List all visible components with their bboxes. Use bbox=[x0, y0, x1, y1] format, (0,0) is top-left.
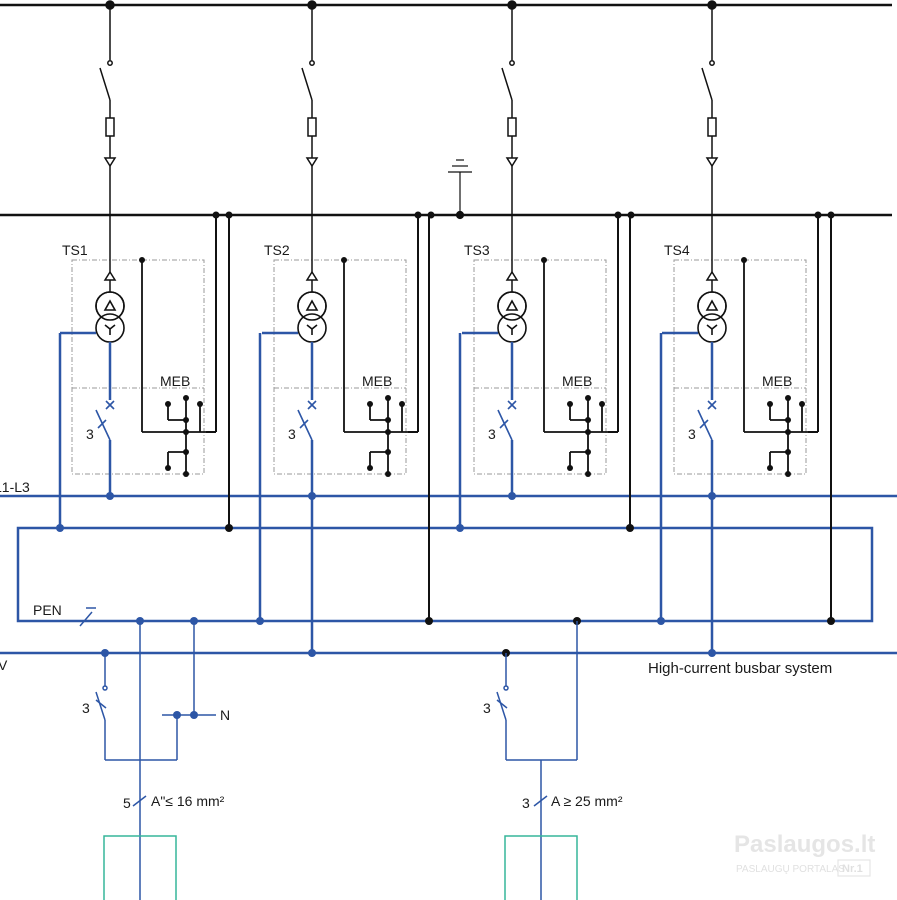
meb-bar-icon bbox=[139, 257, 206, 477]
feeder-right-count: 3 bbox=[483, 700, 491, 716]
breaker-icon bbox=[95, 400, 115, 496]
meb-bar-icon bbox=[541, 257, 608, 477]
pen-switch-icon bbox=[79, 607, 96, 627]
station-enclosure bbox=[273, 259, 407, 475]
watermark-badge-box bbox=[837, 859, 871, 877]
transformer-icon bbox=[497, 291, 527, 343]
mv-feeder bbox=[301, 0, 319, 215]
distribution-box-right bbox=[504, 835, 578, 900]
cable-left-spec: A"≤ 16 mm² bbox=[151, 793, 225, 809]
meb-label: MEB bbox=[562, 373, 592, 389]
pen-loop bbox=[16, 526, 874, 623]
station-enclosure bbox=[71, 259, 205, 475]
transformer-icon bbox=[697, 291, 727, 343]
breaker-icon bbox=[297, 400, 317, 496]
feeder-left-count: 3 bbox=[82, 700, 90, 716]
transformer-station: TS4 3 MEB bbox=[662, 211, 835, 496]
n-label: N bbox=[220, 707, 230, 723]
station-name: TS1 bbox=[62, 242, 88, 258]
pole-count: 3 bbox=[288, 426, 296, 442]
station-name: TS4 bbox=[664, 242, 690, 258]
earth-verticals bbox=[228, 215, 832, 621]
cable-right-count: 3 bbox=[522, 795, 530, 811]
meb-bar-icon bbox=[741, 257, 808, 477]
right-outgoing-feeder bbox=[496, 621, 578, 900]
mv-feeder bbox=[701, 0, 719, 215]
meb-label: MEB bbox=[362, 373, 392, 389]
breaker-icon bbox=[497, 400, 517, 496]
mv-feeder bbox=[99, 0, 117, 215]
meb-bar-icon bbox=[341, 257, 408, 477]
l1-l3-label: L1-L3 bbox=[0, 479, 30, 495]
station-enclosure bbox=[673, 259, 807, 475]
transformer-station: TS1 3 MEB bbox=[60, 211, 233, 496]
transformer-station: TS3 3 MEB bbox=[462, 211, 635, 496]
pole-count: 3 bbox=[488, 426, 496, 442]
earth-icon bbox=[448, 159, 472, 220]
watermark-badge: Nr.1 bbox=[842, 863, 863, 875]
transformer-icon bbox=[297, 291, 327, 343]
station-enclosure bbox=[473, 259, 607, 475]
transformer-stations: TS1 3 MEB TS2 3 MEB TS3 3 MEB TS4 3 MEB bbox=[60, 211, 835, 496]
watermark-brand: Paslaugos.lt bbox=[734, 831, 875, 858]
station-name: TS3 bbox=[464, 242, 490, 258]
meb-label: MEB bbox=[160, 373, 190, 389]
pole-count: 3 bbox=[688, 426, 696, 442]
v-label: V bbox=[0, 657, 8, 673]
mv-feeder bbox=[501, 0, 519, 215]
watermark: Paslaugos.lt PASLAUGŲ PORTALAS Nr.1 bbox=[734, 831, 875, 877]
pen-label: PEN bbox=[33, 602, 62, 618]
distribution-box-left bbox=[103, 835, 177, 900]
breaker-icon bbox=[697, 400, 717, 496]
distribution-boxes bbox=[103, 835, 578, 900]
cable-right-spec: A ≥ 25 mm² bbox=[551, 793, 623, 809]
pole-count: 3 bbox=[86, 426, 94, 442]
mv-feeders bbox=[99, 0, 719, 215]
meb-label: MEB bbox=[762, 373, 792, 389]
transformer-station: TS2 3 MEB bbox=[262, 211, 435, 496]
cable-left-count: 5 bbox=[123, 795, 131, 811]
watermark-tagline: PASLAUGŲ PORTALAS bbox=[736, 864, 845, 875]
left-outgoing-feeder bbox=[95, 621, 216, 900]
transformer-icon bbox=[95, 291, 125, 343]
blue-junctions bbox=[56, 492, 716, 719]
station-name: TS2 bbox=[264, 242, 290, 258]
black-junctions bbox=[225, 524, 835, 657]
pen-connectors bbox=[58, 333, 714, 653]
busbar-label: High-current busbar system bbox=[648, 660, 832, 677]
